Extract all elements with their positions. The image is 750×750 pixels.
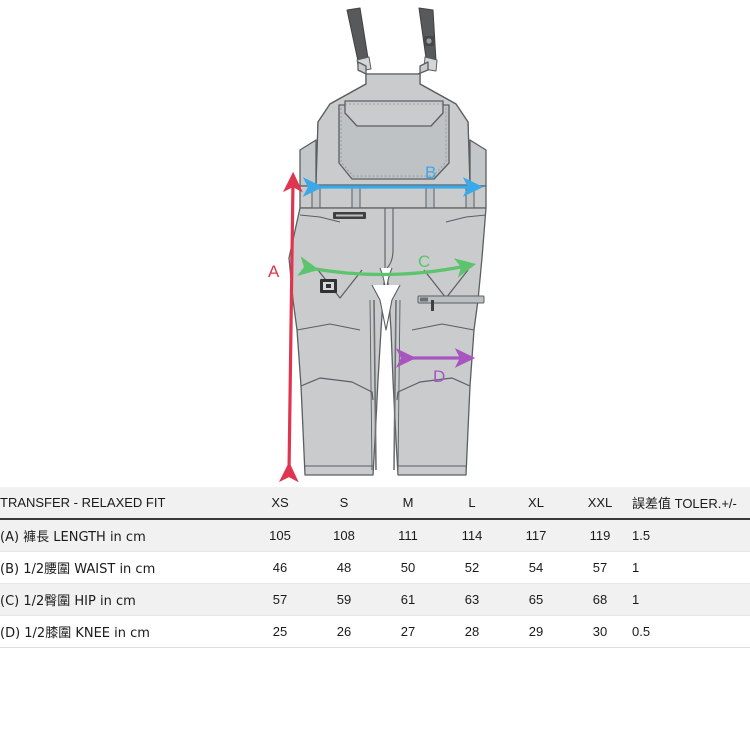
measure-marker-A: A <box>268 171 303 483</box>
waistband <box>299 185 487 209</box>
waist-label-tag <box>333 212 366 219</box>
cell-hip-xxl: 68 <box>568 583 632 616</box>
bib-pants-illustration: A B C D <box>268 7 487 483</box>
cell-hip-xl: 65 <box>504 583 568 616</box>
table-row: (B) 1/2腰圍 WAIST in cm 46 48 50 52 54 57 … <box>0 551 750 584</box>
row-label-knee: (D) 1/2膝圍 KNEE in cm <box>0 615 248 648</box>
cell-waist-xs: 46 <box>248 551 312 584</box>
cell-knee-tolerance: 0.5 <box>632 615 750 648</box>
cell-waist-l: 52 <box>440 551 504 584</box>
cell-length-m: 111 <box>376 519 440 552</box>
row-label-waist: (B) 1/2腰圍 WAIST in cm <box>0 551 248 584</box>
column-header-xl: XL <box>504 487 568 520</box>
cell-waist-m: 50 <box>376 551 440 584</box>
column-header-xxl: XXL <box>568 487 632 520</box>
table-row: (A) 褲長 LENGTH in cm 105 108 111 114 117 … <box>0 519 750 552</box>
trouser-body <box>288 207 487 476</box>
size-chart-table: TRANSFER - RELAXED FIT XS S M L XL XXL 誤… <box>0 487 750 648</box>
leg-side-zippers <box>373 299 397 471</box>
garment-body <box>288 7 487 476</box>
cell-knee-m: 27 <box>376 615 440 648</box>
cell-length-xxl: 119 <box>568 519 632 552</box>
column-header-s: S <box>312 487 376 520</box>
cell-length-s: 108 <box>312 519 376 552</box>
table-row: (C) 1/2臀圍 HIP in cm 57 59 61 63 65 68 1 <box>0 583 750 616</box>
cell-hip-s: 59 <box>312 583 376 616</box>
measure-label-C: C <box>418 252 430 271</box>
shoulder-straps <box>346 7 437 62</box>
measure-label-A: A <box>268 262 280 281</box>
measure-label-B: B <box>425 163 436 182</box>
column-header-l: L <box>440 487 504 520</box>
cell-knee-l: 28 <box>440 615 504 648</box>
table-row: (D) 1/2膝圍 KNEE in cm 25 26 27 28 29 30 0… <box>0 615 750 648</box>
size-chart-table-container: TRANSFER - RELAXED FIT XS S M L XL XXL 誤… <box>0 487 750 648</box>
cell-length-l: 114 <box>440 519 504 552</box>
chest-pocket-flap <box>344 100 444 127</box>
measure-label-D: D <box>433 367 445 386</box>
cell-knee-xl: 29 <box>504 615 568 648</box>
cell-length-xl: 117 <box>504 519 568 552</box>
table-header-row: TRANSFER - RELAXED FIT XS S M L XL XXL 誤… <box>0 487 750 520</box>
strap-logo-icon <box>424 36 434 46</box>
cell-knee-xxl: 30 <box>568 615 632 648</box>
row-label-hip: (C) 1/2臀圍 HIP in cm <box>0 583 248 616</box>
column-header-xs: XS <box>248 487 312 520</box>
cell-knee-s: 26 <box>312 615 376 648</box>
column-header-m: M <box>376 487 440 520</box>
cell-knee-xs: 25 <box>248 615 312 648</box>
column-header-tolerance: 誤差值 TOLER.+/- <box>632 487 750 520</box>
measure-marker-B: B <box>302 163 484 197</box>
measure-marker-D: D <box>395 348 476 386</box>
thigh-zip-pocket <box>417 295 485 311</box>
cell-length-xs: 105 <box>248 519 312 552</box>
cell-length-tolerance: 1.5 <box>632 519 750 552</box>
cell-waist-tolerance: 1 <box>632 551 750 584</box>
cell-waist-xxl: 57 <box>568 551 632 584</box>
cell-waist-s: 48 <box>312 551 376 584</box>
cell-hip-xs: 57 <box>248 583 312 616</box>
cell-hip-l: 63 <box>440 583 504 616</box>
table-title: TRANSFER - RELAXED FIT <box>0 487 248 520</box>
cell-hip-tolerance: 1 <box>632 583 750 616</box>
row-label-length: (A) 褲長 LENGTH in cm <box>0 519 248 552</box>
brand-tag <box>320 279 337 293</box>
measure-marker-C: C <box>297 252 477 278</box>
cell-hip-m: 61 <box>376 583 440 616</box>
cell-waist-xl: 54 <box>504 551 568 584</box>
